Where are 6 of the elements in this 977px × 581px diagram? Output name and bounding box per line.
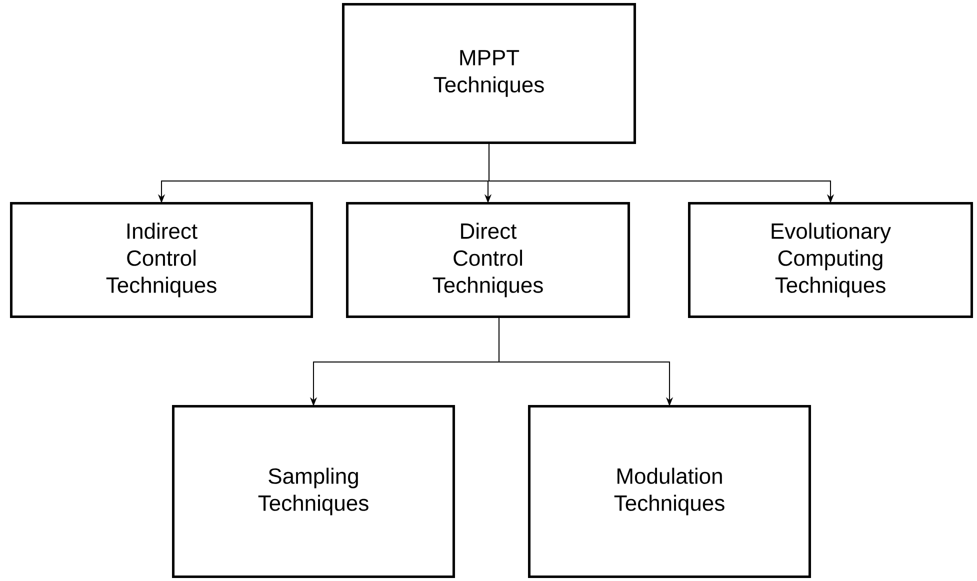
- category-box: MPPT Techniques: [342, 3, 636, 144]
- category-box: Modulation Techniques: [528, 405, 811, 578]
- category-box: Indirect Control Techniques: [10, 202, 313, 318]
- category-box: Sampling Techniques: [172, 405, 455, 578]
- category-box: Evolutionary Computing Techniques: [688, 202, 974, 318]
- category-box: Direct Control Techniques: [346, 202, 630, 318]
